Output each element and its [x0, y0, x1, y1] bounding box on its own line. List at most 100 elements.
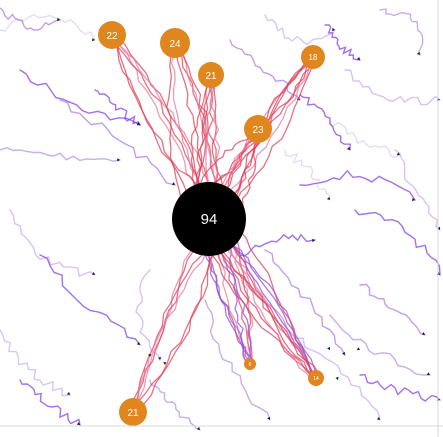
arrow-head: [136, 341, 140, 345]
arrow-head: [396, 152, 400, 156]
node-label: 23: [252, 125, 264, 136]
node-18[interactable]: 18: [301, 45, 325, 69]
node-24[interactable]: 24: [160, 28, 190, 58]
background-trail: [354, 209, 441, 276]
node-label: 18: [309, 53, 318, 62]
background-trail: [359, 373, 441, 402]
node-label: 6: [249, 362, 252, 368]
arrow-head: [171, 182, 175, 185]
arrow-head: [356, 56, 360, 60]
node-22[interactable]: 22: [98, 21, 126, 49]
background-trail: [0, 7, 61, 31]
background-trail: [299, 169, 416, 201]
flow-line: [227, 226, 315, 383]
node-label: 14: [313, 376, 319, 382]
arrow-head: [412, 198, 415, 202]
node-circle: [198, 62, 224, 88]
arrow-head: [136, 122, 140, 125]
flow-line: [213, 223, 319, 378]
arrow-head: [426, 372, 430, 375]
node-circle: [244, 358, 256, 370]
background-trail: [239, 233, 316, 257]
background-trail: [394, 149, 441, 231]
background-trail: [264, 249, 346, 356]
arrow-head: [92, 38, 95, 42]
background-trail: [0, 146, 121, 162]
flow-line: [132, 234, 222, 411]
arrow-head: [437, 226, 441, 230]
background-trail: [359, 283, 426, 336]
background-trail: [324, 24, 361, 61]
flow-line: [226, 212, 313, 379]
background-trail: [19, 379, 81, 426]
arrow-head: [163, 362, 167, 365]
node-14[interactable]: 14: [308, 370, 324, 386]
node-circle: [308, 370, 324, 386]
node-circle: [98, 21, 126, 49]
background-trail: [19, 69, 141, 126]
arrow-head: [117, 158, 120, 162]
background-trail: [94, 89, 141, 126]
node-circle: [244, 115, 272, 143]
node-circle: [160, 28, 190, 58]
node-circle: [119, 398, 147, 426]
arrow-head: [327, 346, 330, 350]
node-label: 24: [169, 39, 181, 50]
hub-label: 94: [201, 211, 218, 228]
arrow-head: [416, 51, 420, 55]
node-21-top[interactable]: 21: [198, 62, 224, 88]
background-trail: [59, 99, 176, 186]
background-trails: [0, 7, 441, 431]
background-trail: [135, 269, 161, 361]
arrow-head: [158, 357, 162, 360]
background-trail: [0, 329, 71, 397]
arrow-head: [76, 422, 80, 425]
node-23[interactable]: 23: [244, 115, 272, 143]
flow-line: [223, 233, 254, 364]
flow-line: [228, 227, 315, 379]
background-trail: [229, 39, 301, 101]
background-trail: [39, 254, 141, 346]
background-trail: [264, 14, 336, 46]
arrow-head: [356, 347, 360, 351]
arrow-head: [421, 332, 425, 335]
hub-node[interactable]: 94: [172, 182, 246, 256]
arrow-head: [312, 238, 315, 243]
hub-circle: [172, 182, 246, 256]
flow-line: [170, 43, 206, 202]
node-label: 22: [106, 31, 118, 42]
arrow-head: [66, 391, 70, 395]
node-21-bottom[interactable]: 21: [119, 398, 147, 426]
arrow-head: [267, 416, 271, 420]
background-trail: [329, 314, 431, 376]
arrow-head: [326, 196, 330, 200]
flow-line: [130, 229, 201, 412]
node-6[interactable]: 6: [244, 358, 256, 370]
background-trail: [284, 149, 331, 201]
background-trail: [379, 8, 424, 56]
flow-line: [113, 34, 202, 201]
arrow-head: [332, 27, 335, 31]
flow-line: [109, 33, 220, 204]
arrow-head: [376, 416, 380, 420]
background-trail: [9, 209, 96, 278]
arrow-head: [335, 376, 339, 380]
arrow-head: [57, 17, 60, 22]
arrow-head: [148, 354, 152, 357]
arrow-head: [346, 146, 350, 150]
arrow-head: [342, 351, 345, 355]
background-trail: [149, 379, 201, 431]
arrow-head: [196, 426, 200, 430]
background-trail: [279, 329, 381, 421]
background-trail: [329, 119, 401, 159]
background-trail: [204, 299, 271, 421]
flow-line: [130, 225, 220, 414]
arrow-head: [91, 272, 95, 275]
nodes-layer: 94 22 24 21 18 23 6 14: [98, 21, 325, 426]
background-trail: [344, 69, 441, 106]
node-label: 21: [127, 408, 139, 419]
node-label: 21: [205, 71, 217, 82]
background-trail: [299, 94, 351, 151]
node-circle: [301, 45, 325, 69]
